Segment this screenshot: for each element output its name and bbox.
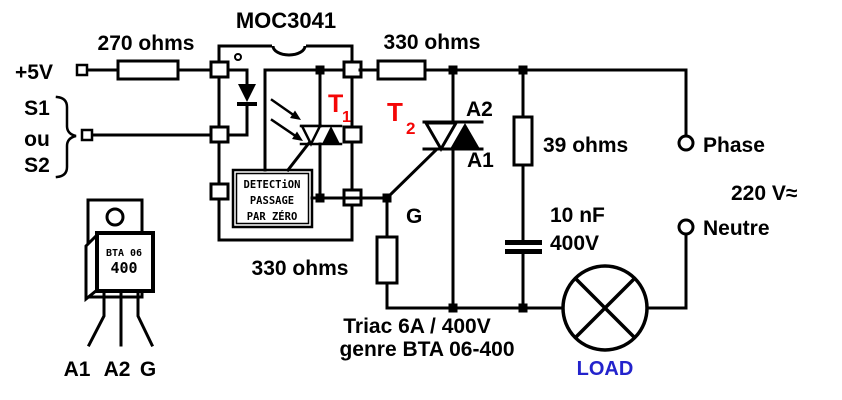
led-icon [237, 84, 257, 106]
phase-label: Phase [703, 134, 765, 157]
led-internal-wire [226, 68, 249, 137]
switch-terminal [80, 128, 94, 142]
resistor-270-icon [116, 59, 180, 81]
phototriac-gate-wire [285, 140, 312, 173]
to220-lead-a1-label: A1 [64, 358, 91, 381]
zero-cross-line3: PAR ZÉRO [247, 210, 298, 223]
load-label: LOAD [577, 358, 634, 380]
switch-label-s1: S1 [24, 97, 50, 120]
r330-gate-label: 330 ohms [252, 257, 349, 280]
to220-lead-g-label: G [140, 358, 156, 381]
to220-lead-a2-label: A2 [104, 358, 131, 381]
resistor-330-gate-icon [375, 235, 399, 285]
to220-lead-a1 [86, 289, 106, 348]
ic-notch-icon [271, 45, 307, 57]
to220-lead-g [136, 289, 155, 348]
pin1-marker-icon [234, 53, 242, 61]
switch-label-s2: S2 [24, 154, 50, 177]
neutral-terminal [677, 218, 695, 236]
phototriac-t1-label: T [328, 90, 343, 118]
phototriac-t1-label-sub: 1 [342, 109, 351, 126]
triac-a1-label: A1 [467, 149, 494, 172]
switch-label-ou: ou [24, 128, 50, 151]
capacitor-icon [505, 240, 542, 254]
triac-t2-icon [422, 120, 484, 153]
resistor-330-top-icon [376, 59, 427, 81]
switch-brace-icon [55, 95, 77, 179]
triac-a2-label: A2 [466, 98, 493, 121]
triac-note-line1: Triac 6A / 400V [343, 315, 490, 338]
light-arrows-icon [270, 98, 303, 141]
ic-pins [209, 60, 363, 207]
cap-voltage-label: 400V [550, 232, 599, 255]
triac-note-line2: genre BTA 06-400 [339, 338, 514, 361]
triac-t2-label-sub: 2 [406, 119, 415, 138]
zero-cross-line2: PASSAGE [250, 195, 294, 207]
junction-dots [315, 65, 528, 313]
mains-voltage-label: 220 V≈ [731, 182, 798, 205]
triac-t2-label: T [387, 97, 403, 127]
phototriac-t1-icon [299, 124, 343, 147]
resistor-39-icon [512, 115, 534, 167]
gate-diagonal-wire [384, 147, 439, 201]
ic-title: MOC3041 [236, 8, 336, 33]
triac-gate-label: G [406, 205, 422, 228]
neutral-label: Neutre [703, 217, 770, 240]
r39-label: 39 ohms [543, 134, 628, 157]
r330-top-label: 330 ohms [384, 31, 481, 54]
top-rail-wire [423, 68, 688, 138]
ic-pin-cathode [209, 125, 230, 144]
ic-pin-sub [342, 125, 363, 144]
to220-hole-icon [105, 207, 125, 227]
lamp-icon [561, 264, 649, 352]
phase-terminal [677, 134, 695, 152]
vcc-terminal [75, 63, 89, 77]
r270-label: 270 ohms [98, 32, 195, 55]
ic-pin-anode [209, 60, 230, 79]
ic-pin-mt1 [342, 60, 363, 79]
to220-marking-line2: 400 [110, 259, 137, 277]
vcc-label: +5V [15, 61, 53, 84]
ic-pin-nc [209, 182, 230, 201]
zero-cross-line1: DETECTiON [244, 179, 301, 191]
to220-package-icon [84, 198, 155, 348]
lamp-to-neutral-wire [645, 233, 688, 310]
to220-marking-line1: BTA 06 [106, 248, 142, 259]
cap-value-label: 10 nF [550, 204, 605, 227]
